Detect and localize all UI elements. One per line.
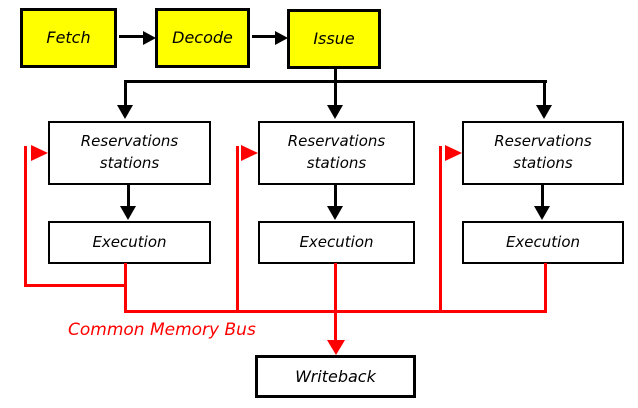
execution-label-1: Execution [92, 232, 167, 251]
reservations-stations-box-2: Reservations stations [258, 121, 415, 185]
arrow-down-icon [534, 206, 550, 220]
fetch-to-decode-line [119, 35, 145, 38]
execution-box-2: Execution [258, 221, 415, 264]
issue-stem-line [334, 68, 337, 82]
red-arrow-right-icon [241, 145, 258, 161]
red-arrow-down-icon [327, 340, 345, 355]
feedback-branch-line-1 [24, 284, 127, 287]
red-arrow-right-icon [445, 145, 462, 161]
common-memory-bus-line [124, 310, 547, 313]
res-to-exec-line-1 [127, 184, 130, 207]
arrow-down-icon [536, 105, 552, 119]
fanout-drop-line-1 [124, 80, 127, 106]
reservations-stations-box-3: Reservations stations [462, 121, 624, 185]
arrow-down-icon [117, 105, 133, 119]
issue-label: Issue [313, 29, 355, 49]
fetch-stage-box: Fetch [20, 8, 117, 68]
arrow-down-icon [327, 206, 343, 220]
arrow-right-icon [143, 31, 156, 45]
res-to-exec-line-2 [334, 184, 337, 207]
fanout-drop-line-2 [334, 80, 337, 106]
arrow-right-icon [275, 31, 288, 45]
decode-stage-box: Decode [155, 8, 250, 68]
red-arrow-right-icon [31, 145, 48, 161]
writeback-box: Writeback [255, 355, 416, 398]
execution-label-2: Execution [299, 232, 374, 251]
feedback-riser-line-2 [236, 146, 239, 313]
exec2-output-line [334, 263, 337, 342]
execution-label-3: Execution [505, 232, 581, 251]
execution-box-3: Execution [462, 221, 624, 264]
issue-stage-box: Issue [287, 9, 381, 69]
writeback-label: Writeback [295, 366, 376, 386]
reservations-stations-box-1: Reservations stations [48, 121, 211, 185]
exec3-output-line [544, 263, 547, 313]
reservations-label-3: Reservations stations [494, 132, 592, 172]
feedback-riser-line-1 [24, 146, 27, 287]
reservations-label-2: Reservations stations [287, 132, 386, 172]
res-to-exec-line-3 [541, 184, 544, 207]
common-memory-bus-label: Common Memory Bus [68, 320, 256, 340]
execution-box-1: Execution [48, 221, 211, 264]
fetch-label: Fetch [46, 28, 91, 48]
reservations-label-1: Reservations stations [80, 132, 179, 172]
arrow-down-icon [120, 206, 136, 220]
exec1-output-line [124, 263, 127, 313]
fanout-drop-line-3 [543, 80, 546, 106]
decode-label: Decode [172, 28, 233, 48]
decode-to-issue-line [252, 35, 277, 38]
feedback-riser-line-3 [439, 146, 442, 313]
arrow-down-icon [327, 105, 343, 119]
